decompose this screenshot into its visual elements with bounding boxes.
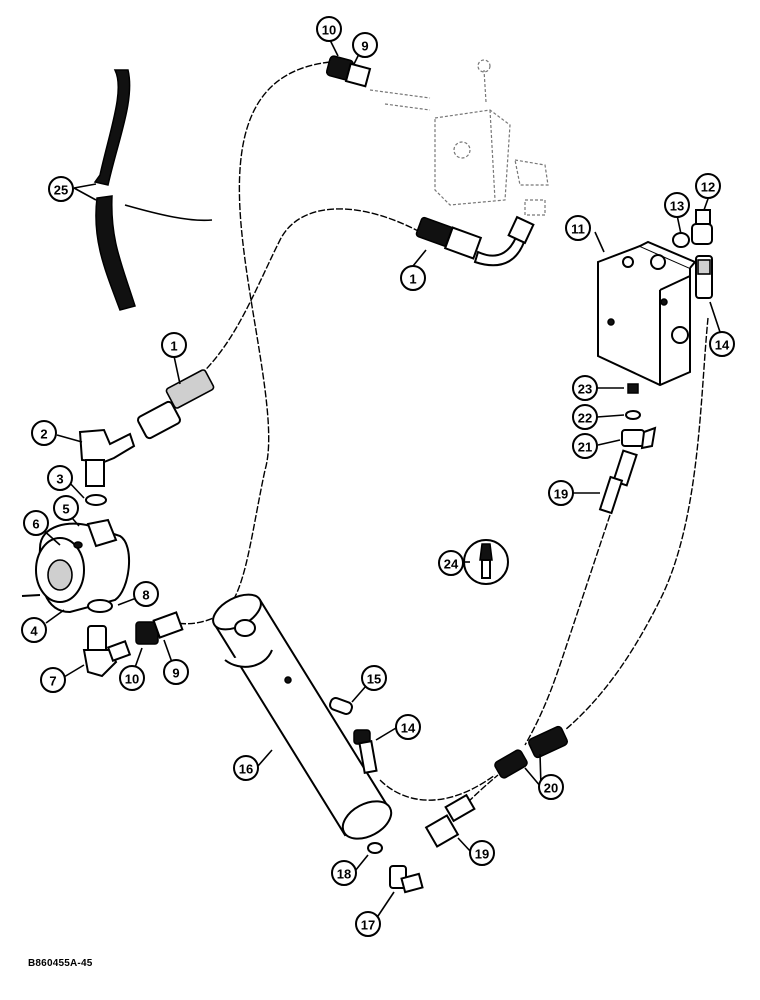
callout-9-top: 9 xyxy=(352,32,378,58)
callout-15: 15 xyxy=(361,665,387,691)
fitting-14-right xyxy=(695,255,713,299)
cylinder-16 xyxy=(212,593,393,840)
callout-16: 16 xyxy=(233,755,259,781)
svg-text:18: 18 xyxy=(337,867,351,882)
elbow-7 xyxy=(82,625,132,678)
top-adapter-fitting xyxy=(325,55,372,88)
o-ring-18 xyxy=(367,842,383,854)
svg-text:19: 19 xyxy=(554,487,568,502)
svg-text:14: 14 xyxy=(401,721,416,736)
callout-14-cylinder: 14 xyxy=(395,714,421,740)
relief-valve-body xyxy=(597,240,697,387)
svg-text:16: 16 xyxy=(239,762,253,777)
svg-text:7: 7 xyxy=(49,674,56,689)
callout-10-bottom: 10 xyxy=(119,665,145,691)
svg-text:13: 13 xyxy=(670,199,684,214)
callout-6: 6 xyxy=(23,510,49,536)
cylinder-fittings xyxy=(329,697,378,774)
svg-text:23: 23 xyxy=(578,382,592,397)
callout-21: 21 xyxy=(572,433,598,459)
callout-19-bottom: 19 xyxy=(469,840,495,866)
callout-25: 25 xyxy=(48,176,74,202)
svg-text:9: 9 xyxy=(361,39,368,54)
svg-text:17: 17 xyxy=(361,918,375,933)
svg-text:3: 3 xyxy=(56,472,63,487)
svg-text:20: 20 xyxy=(544,781,558,796)
elbow-2 xyxy=(78,428,136,506)
svg-text:2: 2 xyxy=(40,427,47,442)
svg-text:14: 14 xyxy=(715,338,730,353)
callout-18: 18 xyxy=(331,860,357,886)
svg-text:22: 22 xyxy=(578,411,592,426)
svg-text:11: 11 xyxy=(571,222,585,237)
hose-ends-20 xyxy=(494,725,568,779)
callout-24: 24 xyxy=(438,550,464,576)
callout-14-right: 14 xyxy=(709,331,735,357)
fitting-19-bottom xyxy=(424,793,476,848)
svg-text:12: 12 xyxy=(701,180,715,195)
callout-3: 3 xyxy=(47,465,73,491)
svg-text:15: 15 xyxy=(367,672,381,687)
callout-4: 4 xyxy=(21,617,47,643)
callout-19-right: 19 xyxy=(548,480,574,506)
svg-text:10: 10 xyxy=(125,672,139,687)
svg-text:6: 6 xyxy=(32,517,39,532)
hose-25 xyxy=(93,69,213,311)
pressure-hose-top xyxy=(415,215,535,267)
callout-9-bottom: 9 xyxy=(163,659,189,685)
svg-text:1: 1 xyxy=(409,272,416,287)
callout-13: 13 xyxy=(664,192,690,218)
svg-text:5: 5 xyxy=(62,502,69,517)
elbow-12 xyxy=(672,209,713,248)
callout-23: 23 xyxy=(572,375,598,401)
callout-10-top: 10 xyxy=(316,16,342,42)
svg-text:9: 9 xyxy=(172,666,179,681)
svg-text:10: 10 xyxy=(322,23,336,38)
fitting-stack-right xyxy=(598,383,657,515)
callout-5: 5 xyxy=(53,495,79,521)
callout-12: 12 xyxy=(695,173,721,199)
pump-4 xyxy=(21,518,131,614)
svg-text:8: 8 xyxy=(142,588,149,603)
svg-text:4: 4 xyxy=(30,624,38,639)
callout-22: 22 xyxy=(572,404,598,430)
callout-1-middle: 1 xyxy=(161,332,187,358)
pump-adapter-fitting xyxy=(135,611,184,645)
svg-text:21: 21 xyxy=(578,440,592,455)
grease-fitting-24 xyxy=(463,539,509,585)
callout-2: 2 xyxy=(31,420,57,446)
pressure-hose-middle xyxy=(137,369,215,440)
callout-17: 17 xyxy=(355,911,381,937)
o-ring-8 xyxy=(87,599,113,613)
drawing-id-label: B860455A-45 xyxy=(28,958,93,969)
svg-text:24: 24 xyxy=(444,557,459,572)
svg-text:25: 25 xyxy=(54,183,68,198)
callout-11: 11 xyxy=(565,215,591,241)
callout-20: 20 xyxy=(538,774,564,800)
svg-text:1: 1 xyxy=(170,339,177,354)
elbow-17 xyxy=(389,865,424,894)
callout-1-top: 1 xyxy=(400,265,426,291)
callout-7: 7 xyxy=(40,667,66,693)
svg-text:19: 19 xyxy=(475,847,489,862)
callout-8: 8 xyxy=(133,581,159,607)
control-valve-reference xyxy=(369,59,549,216)
